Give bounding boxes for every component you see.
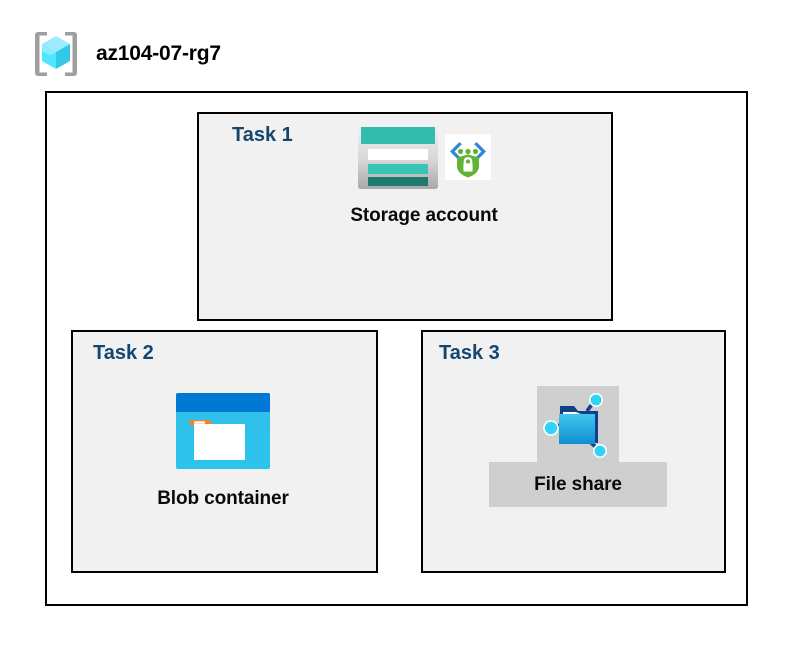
resource-group-cube-icon <box>35 32 77 76</box>
file-share-node[interactable]: File share <box>483 386 673 507</box>
file-share-icon-highlight <box>537 386 619 462</box>
task-1-label: Task 1 <box>232 124 293 146</box>
blob-container-caption: Blob container <box>157 488 289 509</box>
storage-account-caption: Storage account <box>350 205 498 226</box>
storage-account-icon <box>358 125 438 189</box>
task-3-label: Task 3 <box>439 342 500 364</box>
blob-container-icon <box>176 393 270 469</box>
task-2-box[interactable]: Task 2 Blob container <box>71 330 378 573</box>
file-share-caption: File share <box>534 473 622 495</box>
blob-container-node[interactable]: Blob container <box>123 392 323 510</box>
file-share-caption-highlight: File share <box>489 462 667 507</box>
storage-account-node[interactable]: Storage account <box>349 124 499 227</box>
private-endpoint-shield-lock-icon <box>445 134 491 180</box>
storage-account-icon-row <box>357 124 491 202</box>
resource-group-header: az104-07-rg7 <box>30 26 221 82</box>
task-2-label: Task 2 <box>93 342 154 364</box>
file-share-folder-icon <box>543 393 607 458</box>
task-1-box[interactable]: Task 1 <box>197 112 613 321</box>
task-3-box[interactable]: Task 3 <box>421 330 726 573</box>
resource-group-name: az104-07-rg7 <box>96 42 221 65</box>
